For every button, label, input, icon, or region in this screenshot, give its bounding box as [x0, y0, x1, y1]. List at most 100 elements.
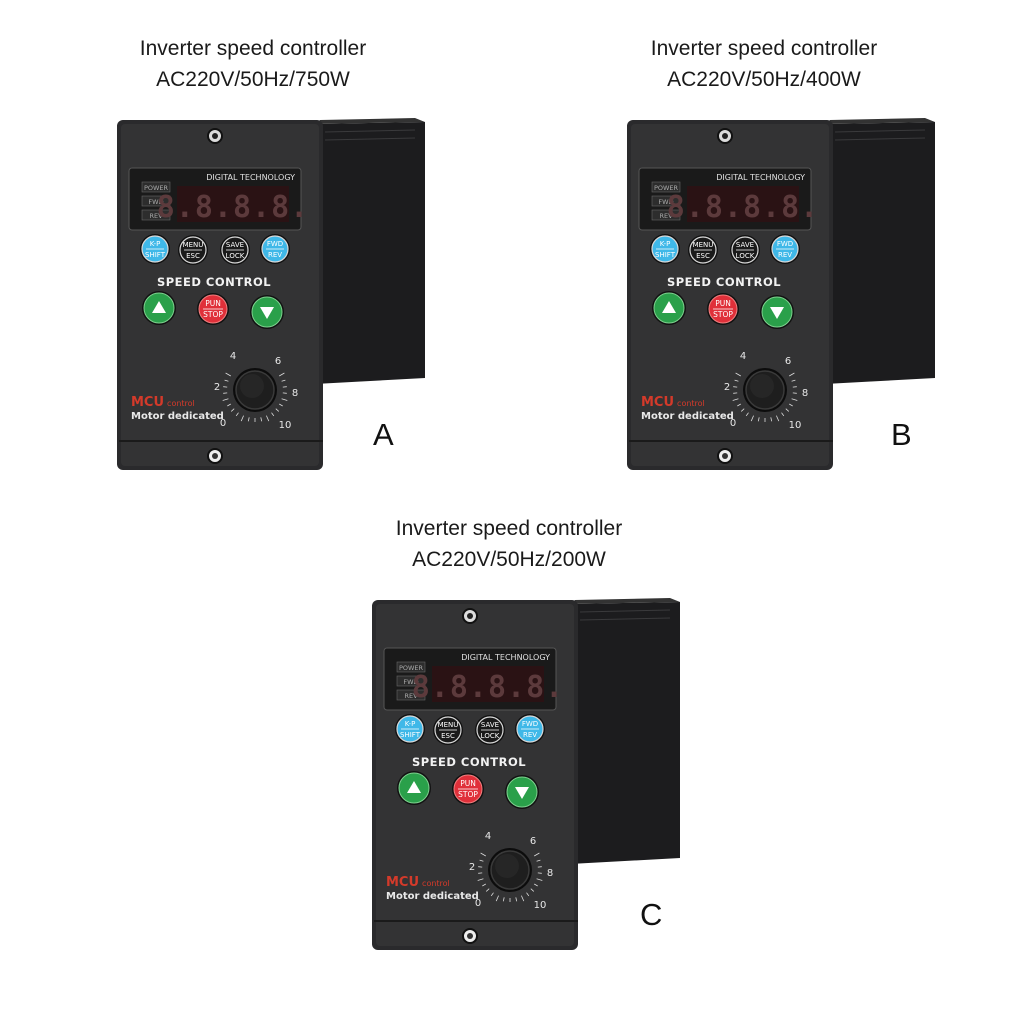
display-panel: DIGITAL TECHNOLOGY POWER FWD REV 8.8.8.8…	[638, 167, 820, 231]
display-header: DIGITAL TECHNOLOGY	[206, 173, 295, 182]
key-label-top: K-P	[150, 240, 161, 248]
status-indicators: POWER FWD REV	[651, 181, 681, 221]
caption-title: Inverter speed controller	[139, 37, 367, 60]
speed-control-title: SPEED CONTROL	[667, 275, 781, 289]
menu-esc-button[interactable]: MENU ESC	[178, 235, 208, 265]
key-label-top: K-P	[405, 720, 416, 728]
key-label-bottom: SHIFT	[145, 251, 166, 259]
caption-spec: AC220V/50Hz/400W	[667, 68, 861, 91]
run-stop-button[interactable]: PUN STOP	[707, 293, 739, 325]
fwd-rev-button[interactable]: FWD REV	[515, 714, 545, 744]
key-label-bottom: SHIFT	[400, 731, 421, 739]
fwd-rev-button[interactable]: FWD REV	[260, 234, 290, 264]
caption-a: Inverter speed controller AC220V/50Hz/75…	[73, 33, 433, 95]
caption-c: Inverter speed controller AC220V/50Hz/20…	[329, 513, 689, 575]
speed-up-button[interactable]	[142, 291, 176, 325]
display-panel: DIGITAL TECHNOLOGY POWER FWD REV 8.8.8.8…	[128, 167, 310, 231]
segment-display: 8.8.8.8.	[157, 190, 310, 225]
dial-mark: 4	[485, 831, 491, 842]
speed-up-button[interactable]	[397, 771, 431, 805]
dial-mark: 2	[469, 862, 475, 873]
brand-tagline: Motor dedicated	[131, 411, 224, 422]
dial-mark: 0	[730, 418, 736, 429]
key-label-top: SAVE	[226, 241, 244, 249]
save-lock-button[interactable]: SAVE LOCK	[475, 715, 505, 745]
housing	[570, 598, 680, 864]
dial-mark: 10	[279, 420, 292, 431]
indicator-power: POWER	[654, 184, 679, 192]
arrow-down-icon	[515, 787, 529, 799]
kp-shift-button[interactable]: K-P SHIFT	[395, 714, 425, 744]
display-header: DIGITAL TECHNOLOGY	[716, 173, 805, 182]
controller-unit-c: DIGITAL TECHNOLOGY POWER FWD REV 8.8.8.8…	[370, 598, 730, 958]
housing	[315, 118, 425, 384]
key-label-bottom: LOCK	[226, 252, 245, 260]
segment-display: 8.8.8.8.	[412, 670, 565, 705]
speed-up-button[interactable]	[652, 291, 686, 325]
key-label-bottom: STOP	[203, 310, 223, 319]
dial-mark: 8	[292, 388, 298, 399]
brand-tagline: Motor dedicated	[386, 891, 479, 902]
menu-esc-button[interactable]: MENU ESC	[688, 235, 718, 265]
key-label-bottom: REV	[523, 731, 537, 739]
save-lock-button[interactable]: SAVE LOCK	[220, 235, 250, 265]
caption-spec: AC220V/50Hz/750W	[156, 68, 350, 91]
letter-b: B	[891, 417, 912, 452]
dial-mark: 2	[724, 382, 730, 393]
dial-mark: 8	[802, 388, 808, 399]
brand-tagline: Motor dedicated	[641, 411, 734, 422]
speed-down-button[interactable]	[250, 295, 284, 329]
dial-mark: 6	[275, 356, 281, 367]
arrow-up-icon	[152, 301, 166, 313]
key-label-top: MENU	[438, 721, 459, 729]
caption-spec: AC220V/50Hz/200W	[412, 548, 606, 571]
dial-mark: 6	[530, 836, 536, 847]
run-stop-button[interactable]: PUN STOP	[452, 773, 484, 805]
speed-down-button[interactable]	[760, 295, 794, 329]
caption-title: Inverter speed controller	[395, 517, 623, 540]
run-stop-button[interactable]: PUN STOP	[197, 293, 229, 325]
status-indicators: POWER FWD REV	[141, 181, 171, 221]
fwd-rev-button[interactable]: FWD REV	[770, 234, 800, 264]
key-label-top: MENU	[693, 241, 714, 249]
controller-unit-b: DIGITAL TECHNOLOGY POWER FWD REV 8.8.8.8…	[625, 118, 985, 478]
caption-title: Inverter speed controller	[650, 37, 878, 60]
key-label-top: FWD	[522, 720, 538, 728]
key-label-top: FWD	[267, 240, 283, 248]
speed-control-title: SPEED CONTROL	[412, 755, 526, 769]
display-panel: DIGITAL TECHNOLOGY POWER FWD REV 8.8.8.8…	[383, 647, 565, 711]
dial-mark: 0	[220, 418, 226, 429]
menu-esc-button[interactable]: MENU ESC	[433, 715, 463, 745]
key-label-top: SAVE	[736, 241, 754, 249]
save-lock-button[interactable]: SAVE LOCK	[730, 235, 760, 265]
kp-shift-button[interactable]: K-P SHIFT	[650, 234, 680, 264]
key-label-top: FWD	[777, 240, 793, 248]
key-label-bottom: STOP	[458, 790, 478, 799]
dial-mark: 10	[534, 900, 547, 911]
segment-display: 8.8.8.8.	[667, 190, 820, 225]
indicator-power: POWER	[144, 184, 169, 192]
kp-shift-button[interactable]: K-P SHIFT	[140, 234, 170, 264]
indicator-power: POWER	[399, 664, 424, 672]
dial-mark: 8	[547, 868, 553, 879]
key-label-bottom: LOCK	[736, 252, 755, 260]
indicator-fwd: FWD	[658, 198, 673, 206]
key-label-bottom: REV	[778, 251, 792, 259]
indicator-rev: REV	[404, 692, 418, 700]
speed-down-button[interactable]	[505, 775, 539, 809]
housing	[825, 118, 935, 384]
dial-mark: 2	[214, 382, 220, 393]
arrow-down-icon	[260, 307, 274, 319]
key-label-top: K-P	[660, 240, 671, 248]
key-label-bottom: ESC	[696, 252, 710, 260]
status-indicators: POWER FWD REV	[396, 661, 426, 701]
dial-mark: 4	[740, 351, 746, 362]
